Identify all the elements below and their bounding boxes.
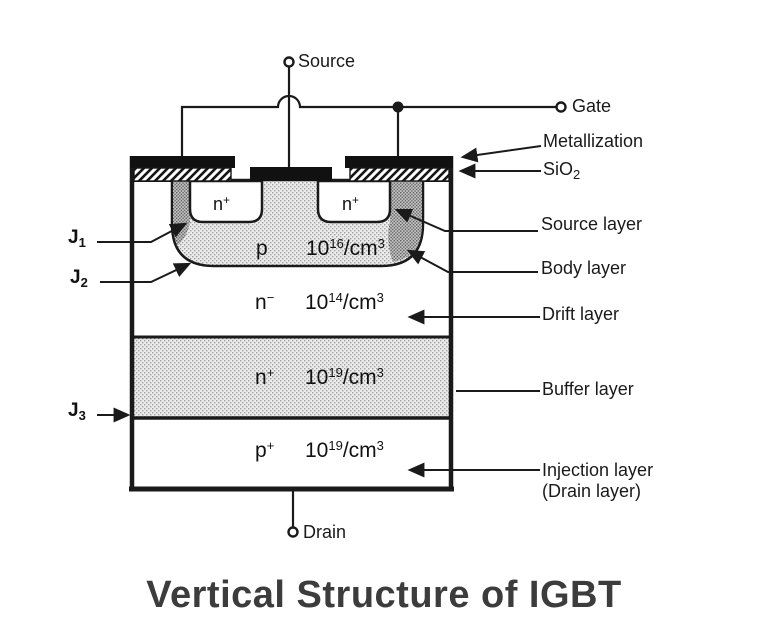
gate-terminal-circle: [555, 101, 567, 113]
source-terminal-circle: [283, 56, 295, 68]
gate-terminal-label: Gate: [572, 96, 612, 116]
junction-j2-label: J2: [70, 267, 88, 290]
source-layer-label: Source layer: [541, 214, 643, 234]
body-layer-label: Body layer: [541, 258, 627, 278]
drain-terminal-circle: [287, 526, 299, 538]
gate-wire-junction-dot: [392, 101, 404, 113]
junction-j3-label: J3: [68, 400, 86, 423]
sio2-base: SiO: [543, 159, 574, 179]
injection-layer-label-line2: (Drain layer): [542, 480, 642, 501]
gate-oxide-right: [349, 167, 450, 182]
metallization-leader-arrow: [460, 145, 542, 163]
junction-j1-label: J1: [68, 227, 86, 250]
drain-terminal-label: Drain: [303, 522, 347, 542]
j2-leader-arrow: [100, 262, 192, 283]
sio2-label: SiO2: [543, 159, 580, 183]
j1-leader-arrow: [97, 222, 188, 243]
buffer-doping-label: n+1019/cm3: [255, 365, 384, 389]
n-source-left-label: n+: [213, 193, 231, 214]
injection-doping-label: p+1019/cm3: [255, 438, 384, 462]
injection-layer-label: Injection layer (Drain layer): [542, 460, 653, 501]
n-source-right-region: [316, 179, 392, 224]
figure-title: Vertical Structure of IGBT: [146, 574, 622, 616]
n-source-left-region: [188, 179, 264, 224]
sio2-subscript: 2: [573, 167, 581, 182]
source-terminal-label: Source: [298, 51, 356, 71]
body-layer-leader-arrow: [406, 249, 538, 273]
gate-wire: [180, 94, 556, 156]
gate-oxide-left: [133, 167, 232, 182]
source-layer-leader-arrow: [394, 208, 538, 232]
gate-metal-right: [345, 156, 453, 168]
buffer-layer-label: Buffer layer: [542, 379, 634, 399]
metallization-label: Metallization: [543, 131, 644, 151]
drift-doping-label: n−1014/cm3: [255, 290, 384, 314]
buffer-layer-region: [133, 337, 450, 418]
source-metal-contact: [250, 167, 332, 181]
n-source-right-label: n+: [342, 193, 360, 214]
gate-metal-left: [130, 156, 235, 168]
drift-layer-label: Drift layer: [542, 304, 620, 324]
injection-layer-label-line1: Injection layer: [542, 460, 654, 480]
